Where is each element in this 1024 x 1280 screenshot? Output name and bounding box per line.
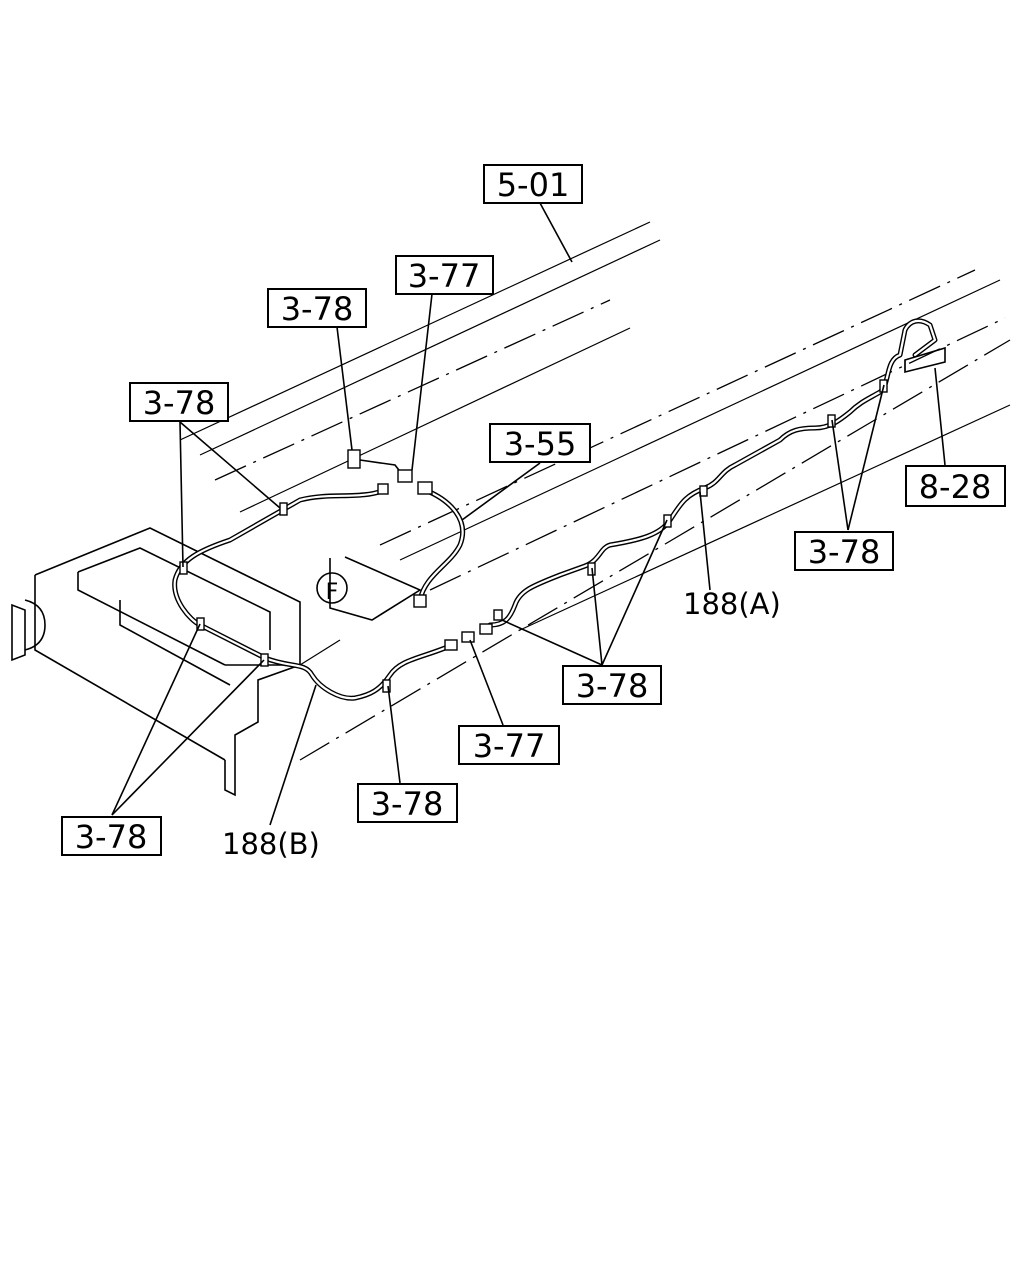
view-marker-label: F: [326, 580, 339, 605]
flexible-hose: [413, 481, 466, 608]
callout-3-77-bottom-text: 3-77: [473, 727, 546, 765]
pipe-188b-label: 188(B): [222, 827, 320, 861]
frame-rails: [179, 221, 1011, 761]
callout-3-78-bottom: 3-78: [357, 783, 458, 823]
callout-3-78-mid-text: 3-78: [576, 667, 649, 705]
callout-3-78-bottom-left-text: 3-78: [75, 818, 148, 856]
callout-3-77-top: 3-77: [395, 255, 494, 295]
callout-5-01-text: 5-01: [497, 166, 570, 204]
view-f-bracket: F: [316, 556, 422, 621]
callout-3-78-bottom-left: 3-78: [61, 816, 162, 856]
top-connector: [347, 449, 413, 495]
bracket-828: [904, 346, 946, 374]
callout-3-78-top: 3-78: [267, 288, 367, 328]
callout-8-28-text: 8-28: [919, 468, 992, 506]
callout-3-78-left-text: 3-78: [143, 384, 216, 422]
brake-pipe-188a: [487, 318, 938, 628]
callout-3-77-top-text: 3-77: [408, 257, 481, 295]
pipe-188a-label: 188(A): [683, 587, 781, 621]
crossmember: [11, 527, 341, 797]
callout-3-78-right-text: 3-78: [808, 533, 881, 571]
leader-lines: [111, 202, 946, 826]
callout-3-78-bottom-text: 3-78: [371, 785, 444, 823]
callout-3-78-right: 3-78: [794, 531, 894, 571]
callout-3-78-top-text: 3-78: [281, 290, 354, 328]
callout-3-78-left: 3-78: [129, 382, 229, 422]
callout-8-28: 8-28: [905, 465, 1006, 507]
bottom-connector: [444, 609, 503, 651]
callout-5-01: 5-01: [483, 164, 583, 204]
brake-pipe-188b: [172, 487, 448, 701]
callout-3-55-text: 3-55: [504, 425, 577, 463]
callout-3-77-bottom: 3-77: [458, 725, 560, 765]
callout-3-55: 3-55: [489, 423, 591, 463]
callout-3-78-mid: 3-78: [562, 665, 662, 705]
